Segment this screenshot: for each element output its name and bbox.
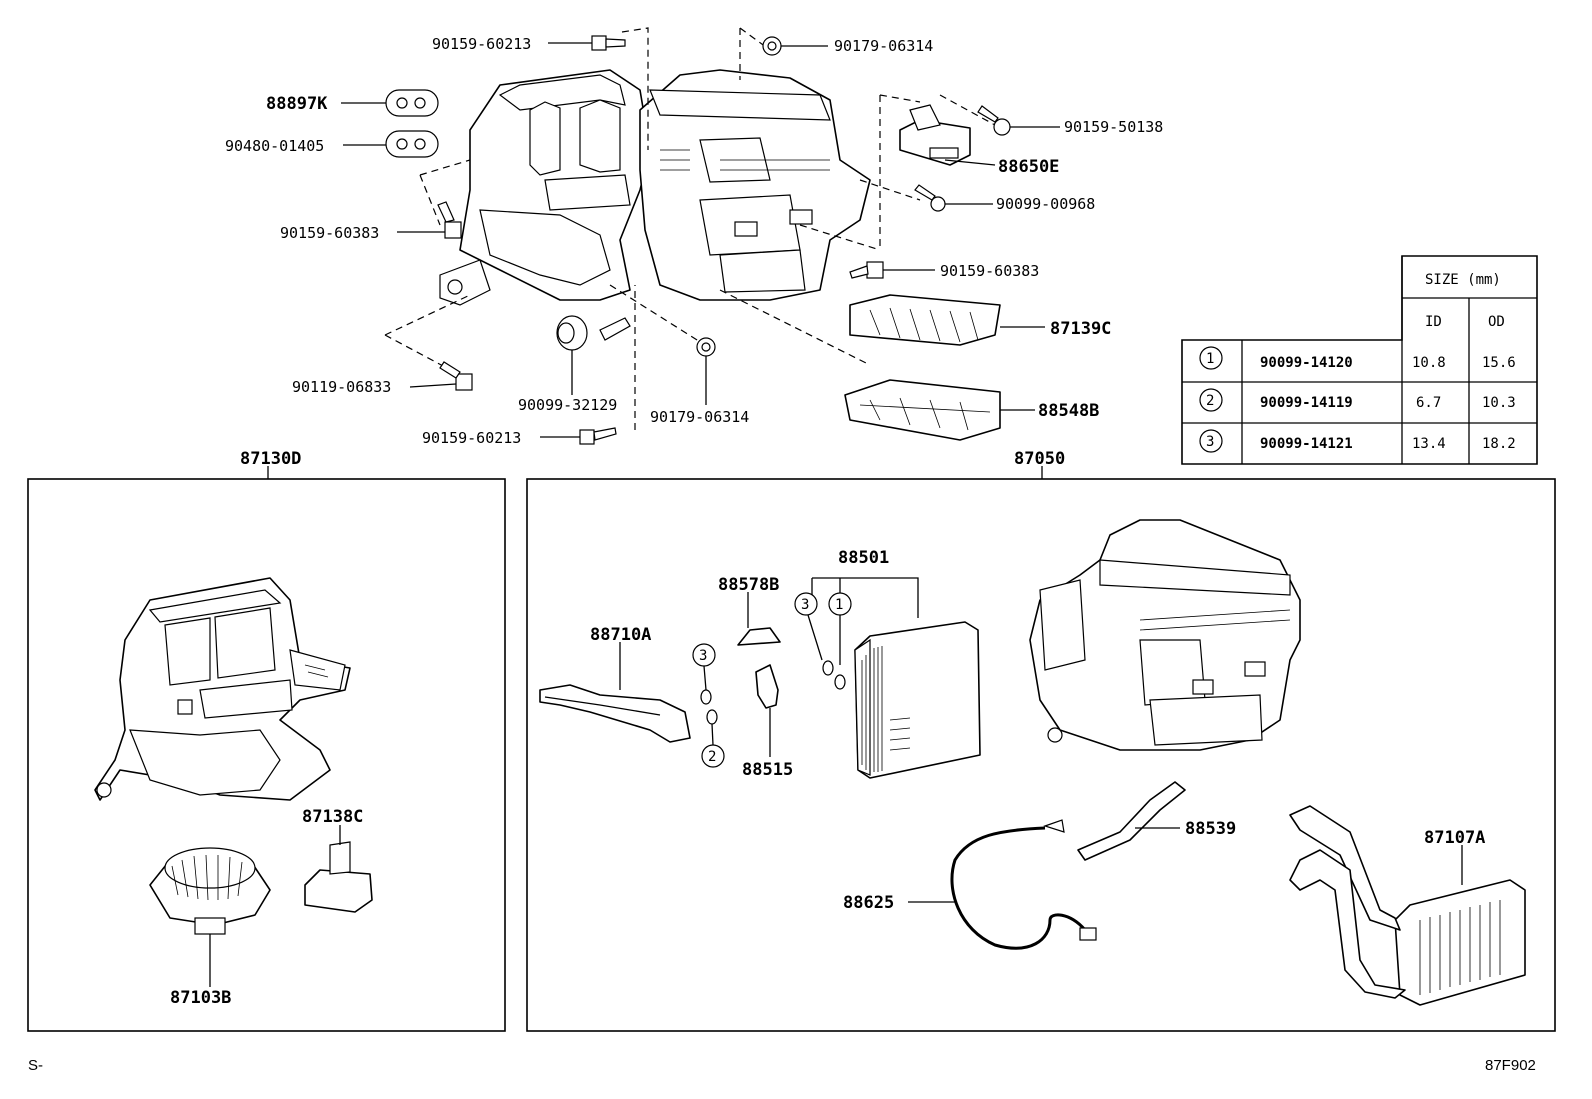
- heater-core-icon: [1289, 805, 1526, 1006]
- label-text: 3: [1206, 434, 1214, 450]
- bolt-icon: [437, 201, 462, 239]
- label-text: 90099-14119: [1260, 395, 1353, 411]
- label-87103B: 87103B: [170, 988, 231, 1008]
- screw-icon: [977, 105, 1011, 136]
- refrigerant-pipe-icon: [539, 684, 691, 743]
- drain-hose-icon: [1077, 781, 1186, 861]
- callout-circle: [828, 592, 852, 616]
- table-header-size: SIZE (mm): [1425, 272, 1501, 288]
- fasteners: [385, 35, 1011, 445]
- label-90159-60213: 90159-60213: [432, 35, 531, 53]
- o-ring-icon: [834, 674, 846, 690]
- table-col-od: OD: [1488, 314, 1505, 330]
- label-text: 1: [835, 597, 843, 613]
- label-text: 2: [708, 749, 716, 765]
- heater-case-icon: [1029, 519, 1301, 751]
- table-row: 2 90099-14119 6.7 10.3: [1199, 388, 1516, 412]
- label-90179-06314: 90179-06314: [650, 408, 749, 426]
- callout-circle: [794, 592, 818, 616]
- insulator-icon: [737, 627, 781, 646]
- table-row: 3 90099-14121 13.4 18.2: [1199, 429, 1516, 453]
- nut-icon: [762, 36, 782, 56]
- label-90159-50138: 90159-50138: [1064, 118, 1163, 136]
- label-90179-06314: 90179-06314: [834, 37, 933, 55]
- label-88625: 88625: [843, 893, 894, 913]
- evaporator-icon: [854, 621, 981, 779]
- label-text: 13.4: [1412, 436, 1446, 452]
- bolt-icon: [439, 361, 473, 391]
- grommet-icon: [385, 89, 439, 117]
- label-text: 1: [1206, 351, 1214, 367]
- label-87138C: 87138C: [302, 807, 363, 827]
- label-text: 6.7: [1416, 395, 1441, 411]
- leader-lines-top: [341, 42, 1060, 438]
- label-90159-60383: 90159-60383: [280, 224, 379, 242]
- label-text: 90099-14120: [1260, 355, 1353, 371]
- cap-icon: [556, 315, 631, 351]
- label-90159-60383: 90159-60383: [940, 262, 1039, 280]
- label-text: 3: [801, 597, 809, 613]
- filter-frame-icon: [844, 379, 1001, 441]
- box-87130D: 87130D 87103B 87138C: [27, 449, 506, 1032]
- label-90480-01405: 90480-01405: [225, 137, 324, 155]
- label-88539: 88539: [1185, 819, 1236, 839]
- label-87139C: 87139C: [1050, 319, 1111, 339]
- grommet-icon: [385, 130, 439, 158]
- bolt-icon: [849, 261, 884, 279]
- label-88548B: 88548B: [1038, 401, 1099, 421]
- expansion-valve-icon: [755, 664, 779, 709]
- label-90159-60213: 90159-60213: [422, 429, 521, 447]
- label-88501: 88501: [838, 548, 889, 568]
- servo-motor-icon: [899, 104, 971, 166]
- screw-icon: [591, 35, 626, 51]
- screw-icon: [579, 427, 617, 445]
- box-87050: 87050 88710A 3 2 88578B 88515: [526, 449, 1556, 1032]
- label-text: 2: [1206, 393, 1214, 409]
- label-text: 10.8: [1412, 355, 1446, 371]
- label-text: 10.3: [1482, 395, 1516, 411]
- air-filter-icon: [849, 294, 1001, 346]
- label-87107A: 87107A: [1424, 828, 1485, 848]
- label-88897K: 88897K: [266, 94, 328, 114]
- size-table: SIZE (mm) ID OD 1 90099-14120 10.8 15.6 …: [1181, 255, 1538, 465]
- assembly-dashed-lines: [384, 27, 996, 430]
- nut-icon: [696, 337, 716, 357]
- label-text: 3: [699, 648, 707, 664]
- label-90099-32129: 90099-32129: [518, 396, 617, 414]
- footer-left: S-: [28, 1057, 43, 1074]
- label-88578B: 88578B: [718, 575, 779, 595]
- label-88710A: 88710A: [590, 625, 651, 645]
- label-88650E: 88650E: [998, 157, 1059, 177]
- label-text: 90099-14121: [1260, 436, 1353, 452]
- blower-motor-icon: [149, 847, 271, 935]
- thermistor-icon: [950, 819, 1097, 950]
- part-labels-top: 90159-60213 90179-06314 88897K 90480-014…: [225, 35, 1163, 447]
- screw-icon: [914, 184, 946, 212]
- blower-resistor-icon: [304, 841, 373, 913]
- label-text: 15.6: [1482, 355, 1516, 371]
- label-90119-06833: 90119-06833: [292, 378, 391, 396]
- label-88515: 88515: [742, 760, 793, 780]
- o-ring-icon: [822, 660, 834, 676]
- label-87050: 87050: [1014, 449, 1065, 469]
- label-90099-00968: 90099-00968: [996, 195, 1095, 213]
- footer-figure-code: 87F902: [1485, 1057, 1536, 1074]
- label-87130D: 87130D: [240, 449, 301, 469]
- top-hvac-assembly: [439, 69, 871, 306]
- label-text: 18.2: [1482, 436, 1516, 452]
- table-row: 1 90099-14120 10.8 15.6: [1199, 346, 1516, 371]
- o-ring-icon: [700, 689, 718, 725]
- table-col-id: ID: [1425, 314, 1442, 330]
